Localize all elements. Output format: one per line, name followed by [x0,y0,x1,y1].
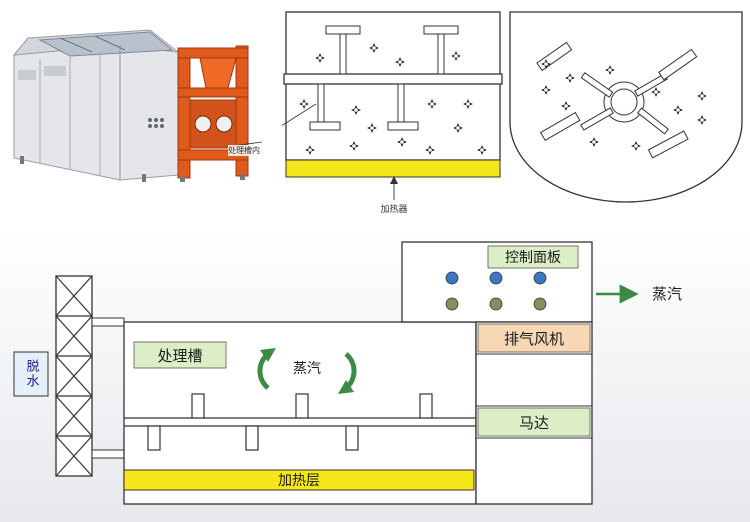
motor-label: 马达 [518,413,549,432]
dehydration-label: 脱水 [23,359,39,389]
machine-schematic [0,232,750,522]
machine-photo [12,29,263,182]
control-panel-label: 控制面板 [505,250,561,266]
heating-layer-label: 加热层 [278,473,320,489]
machine-callout-label: 处理槽内 [228,145,260,156]
tank-label: 处理槽 [157,346,203,365]
heater-caption: 加热器 [380,205,408,215]
steam-out-label: 蒸汽 [651,284,682,303]
cross-section-diagram [282,11,503,200]
steam-inner-label: 蒸汽 [293,361,321,377]
end-view-diagram [509,11,743,203]
exhaust-fan-label: 排气风机 [503,329,564,348]
